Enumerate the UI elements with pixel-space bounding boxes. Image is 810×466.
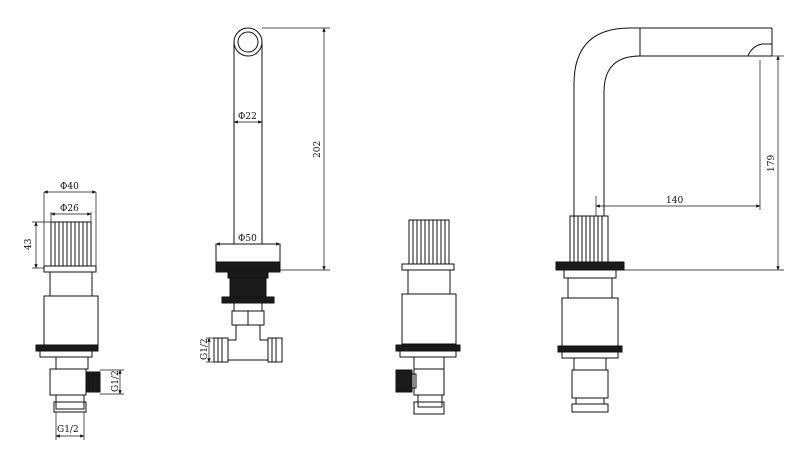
valve-body: [35, 271, 101, 413]
bent-spout-base: [555, 261, 625, 413]
dim-phi26: Φ26: [50, 204, 92, 222]
dim-phi40: Φ40: [43, 182, 97, 266]
label-140: 140: [666, 196, 683, 206]
spout-connector: [213, 325, 283, 363]
dim-g12-side: G1/2: [100, 369, 124, 395]
label-179: 179: [767, 155, 777, 172]
dim-phi22: Φ22: [233, 112, 263, 124]
dim-43: 43: [24, 221, 51, 269]
label-phi22: Φ22: [238, 112, 257, 122]
dim-140: 140: [595, 60, 761, 216]
spout-front-dimensioned-view: Φ22 Φ50 202 G1/2: [200, 27, 330, 363]
bent-spout-tube: [573, 27, 773, 216]
label-202: 202: [313, 141, 323, 158]
handle-valve-plain-view: [395, 219, 461, 415]
spout-tube: [233, 27, 263, 244]
label-g12-connector: G1/2: [200, 338, 210, 360]
handle-knob: [43, 221, 97, 273]
dim-g12-connector: G1/2: [200, 337, 214, 363]
dim-phi50: Φ50: [215, 234, 281, 246]
dim-g12-bottom: G1/2: [55, 412, 85, 440]
label-g12-side: G1/2: [111, 370, 121, 392]
handle-valve-dimensioned-view: Φ40 Φ26 43 G1/2 G1/2: [24, 182, 124, 440]
dim-179: 179: [624, 55, 784, 271]
bent-spout-handle: [569, 215, 609, 263]
label-phi40: Φ40: [60, 182, 79, 192]
label-43: 43: [24, 238, 34, 250]
spout-side-dimensioned-view: 140 179: [555, 27, 784, 413]
spout-base: [215, 243, 281, 326]
label-g12-bottom: G1/2: [57, 425, 79, 435]
dim-202: 202: [262, 27, 330, 271]
label-phi50: Φ50: [238, 234, 257, 244]
label-phi26: Φ26: [60, 204, 79, 214]
